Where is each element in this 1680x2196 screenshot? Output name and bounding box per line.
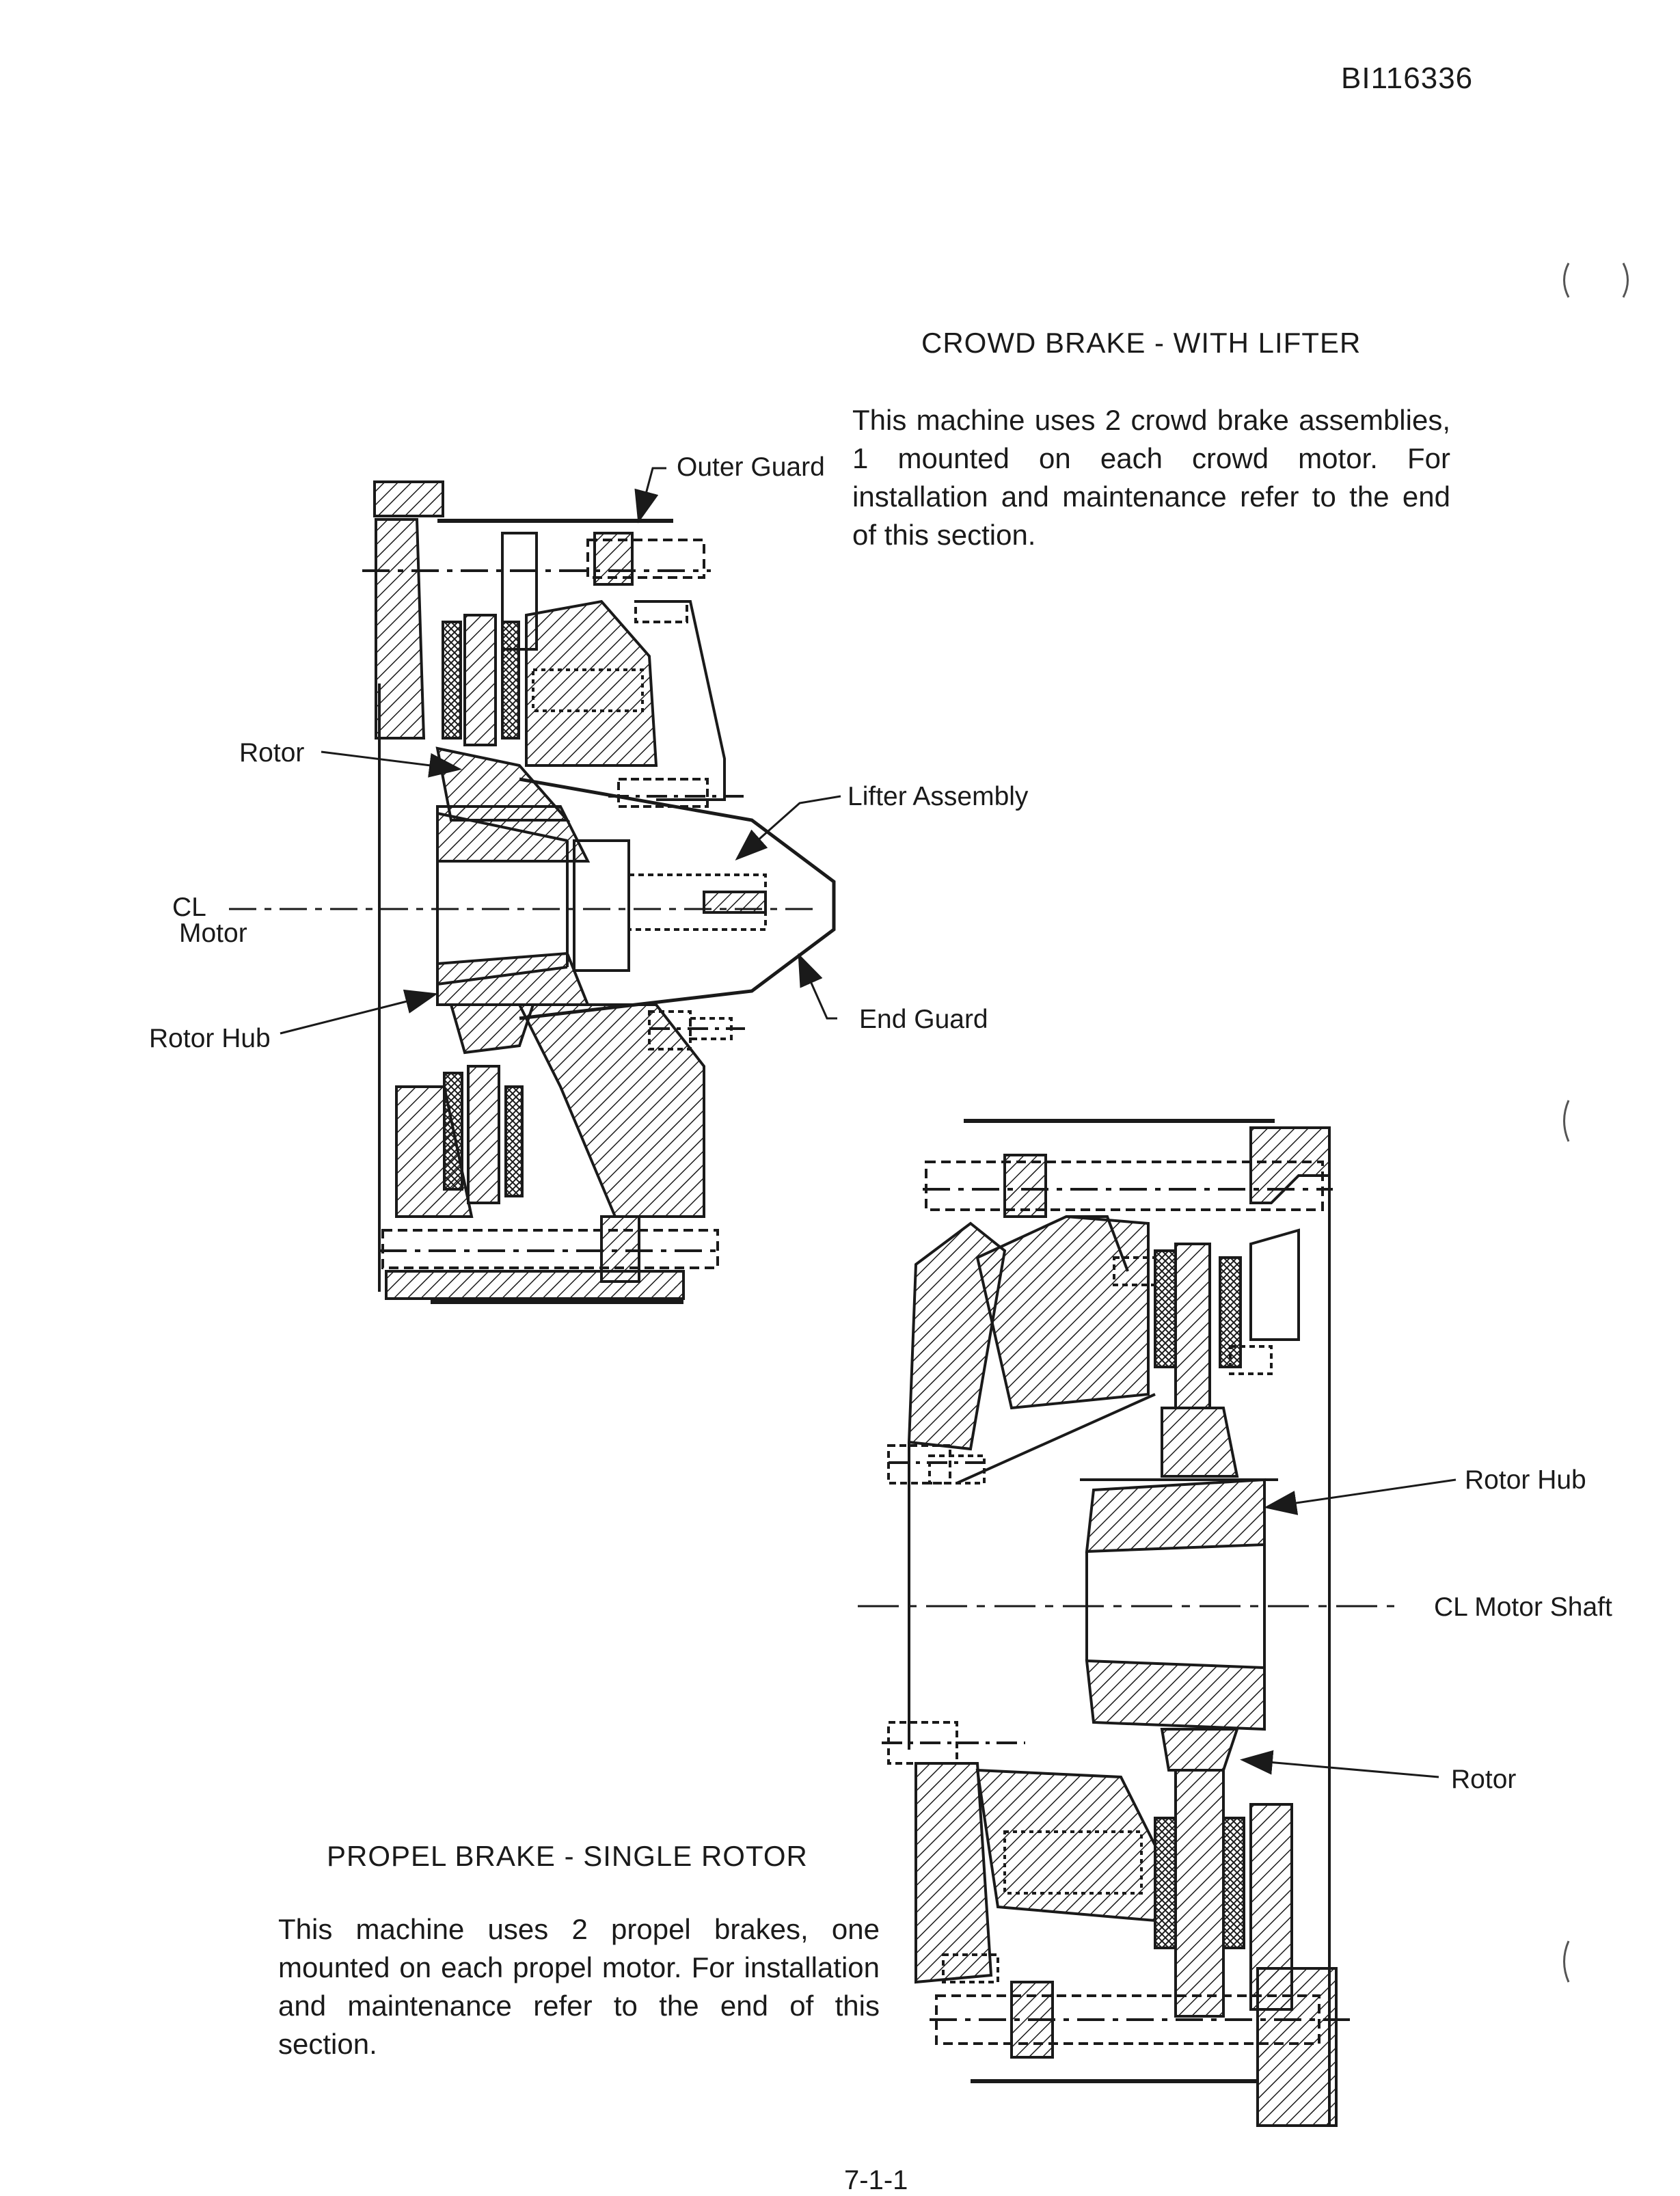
label-lifter-assembly: Lifter Assembly — [848, 782, 1029, 811]
crowd-brake-description: This machine uses 2 crowd brake assembli… — [852, 404, 1450, 551]
label-motor: Motor — [179, 919, 247, 948]
label-cl-motor-shaft: CL Motor Shaft — [1434, 1592, 1612, 1622]
propel-leader-lines — [1240, 1478, 1457, 1778]
label-propel-rotor-hub: Rotor Hub — [1465, 1465, 1586, 1495]
label-outer-guard: Outer Guard — [677, 452, 825, 482]
label-propel-rotor: Rotor — [1451, 1765, 1517, 1794]
page-number: 7-1-1 — [844, 2165, 908, 2195]
margin-marks — [1563, 262, 1629, 1983]
label-rotor-hub: Rotor Hub — [149, 1024, 271, 1053]
document-id: BI116336 — [1341, 62, 1474, 95]
label-rotor: Rotor — [239, 738, 305, 768]
crowd-leader-lines — [280, 467, 841, 1035]
propel-brake-drawing — [858, 1119, 1394, 2127]
propel-brake-heading: PROPEL BRAKE - SINGLE ROTOR — [327, 1840, 808, 1872]
crowd-brake-drawing — [229, 480, 836, 1304]
label-end-guard: End Guard — [859, 1005, 988, 1034]
label-cl: CL — [172, 893, 206, 922]
propel-brake-description: This machine uses 2 propel brakes, one m… — [278, 1913, 880, 2060]
crowd-brake-heading: CROWD BRAKE - WITH LIFTER — [921, 327, 1361, 359]
